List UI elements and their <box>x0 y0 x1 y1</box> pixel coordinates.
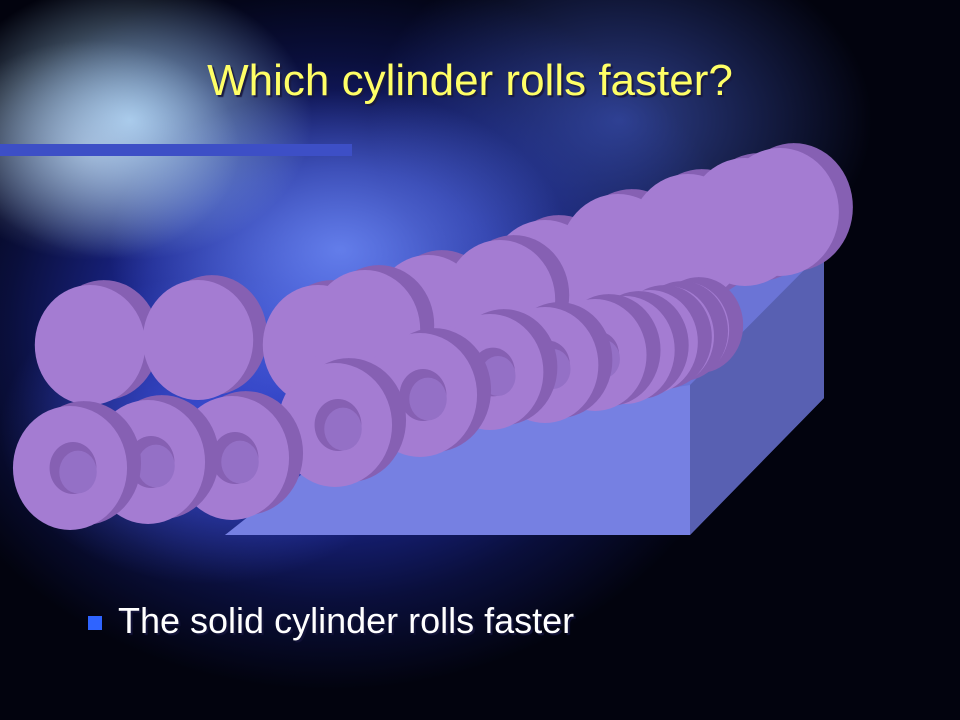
solid-cylinder-frame <box>34 280 160 405</box>
hollow-cylinder-frame <box>277 358 407 487</box>
solid-cylinder-frame <box>142 275 268 400</box>
slide-title: Which cylinder rolls faster? <box>207 56 733 105</box>
ramp-side-face <box>690 250 824 535</box>
bullet-text: The solid cylinder rolls faster <box>118 600 575 641</box>
bullet-square-icon <box>88 616 102 630</box>
title-underline-bar <box>0 144 352 156</box>
hollow-cylinder-frames <box>12 277 744 530</box>
solid-cylinder-frame <box>721 143 853 276</box>
hollow-cylinder-frame <box>12 401 142 530</box>
hollow-cylinder-frame <box>362 328 492 457</box>
bullet-item: The solid cylinder rolls faster <box>88 600 574 642</box>
ramp-front-face <box>225 385 690 535</box>
